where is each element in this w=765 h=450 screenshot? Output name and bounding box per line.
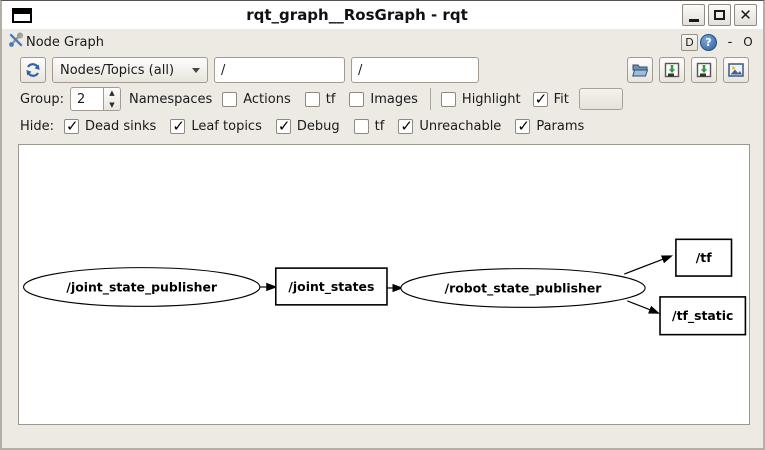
save-image-button[interactable] — [723, 57, 749, 83]
hide-row: Hide: Dead sinks Leaf topics Debug tf Un… — [2, 113, 763, 140]
refresh-button[interactable] — [20, 57, 46, 83]
chevron-down-icon — [192, 67, 200, 73]
checkbox-box — [170, 117, 186, 135]
save-svg-icon — [696, 62, 712, 78]
checkbox-box — [349, 91, 365, 107]
checkbox-dead-sinks[interactable]: Dead sinks — [64, 117, 156, 135]
checkbox-box — [304, 91, 320, 107]
save-dot-icon — [664, 62, 680, 78]
save-image-icon — [728, 63, 744, 77]
spin-up-icon[interactable]: ▲ — [109, 89, 115, 97]
open-dot-button[interactable] — [627, 57, 653, 83]
checkbox-highlight[interactable]: Highlight — [440, 91, 521, 107]
graph-edge-robot_state_publisher-to-tf — [624, 255, 674, 275]
checkbox-actions[interactable]: Actions — [222, 91, 291, 107]
minimize-icon — [688, 18, 699, 22]
graph-node-label-tf_static: /tf_static — [672, 308, 733, 324]
graph-canvas[interactable]: /joint_state_publisher/joint_states/robo… — [18, 144, 750, 425]
checkbox-box — [222, 91, 238, 107]
refresh-icon — [26, 63, 40, 77]
group-spinbox[interactable]: 2 ▲ ▼ — [69, 87, 121, 111]
checkbox-box — [398, 117, 414, 135]
topic-filter-input[interactable] — [351, 57, 479, 83]
group-value: 2 — [76, 91, 86, 107]
maximize-button[interactable] — [708, 4, 731, 26]
checkbox-images[interactable]: Images — [349, 91, 418, 107]
dock-button[interactable]: D — [681, 33, 698, 51]
graph-node-tf — [675, 238, 733, 277]
checkbox-debug[interactable]: Debug — [275, 117, 340, 135]
panel-header: Node Graph D ? - O — [2, 29, 763, 55]
checkbox-box — [440, 91, 456, 107]
help-button[interactable]: ? — [700, 33, 717, 51]
title-bar[interactable]: rqt_graph__RosGraph - rqt ✕ — [2, 1, 763, 29]
checkbox-tf-group[interactable]: tf — [304, 91, 335, 107]
status-bar — [2, 425, 763, 448]
checkbox-fit[interactable]: Fit — [532, 90, 569, 108]
graph-edge-robot_state_publisher-to-tf_static — [627, 300, 661, 314]
window-icon — [12, 7, 32, 23]
checkbox-hide-tf[interactable]: tf — [353, 119, 384, 134]
separator — [429, 88, 431, 110]
minimize-button[interactable] — [682, 4, 705, 26]
namespaces-label: Namespaces — [128, 91, 213, 107]
graph-node-label-tf: /tf — [696, 250, 712, 265]
checkbox-box — [64, 117, 80, 135]
save-dot-button[interactable] — [659, 57, 685, 83]
fit-extra-button[interactable] — [578, 88, 623, 110]
checkbox-box — [532, 90, 548, 108]
checkbox-box — [515, 117, 531, 135]
panel-minimize-button[interactable]: - — [727, 34, 733, 50]
checkbox-unreachable[interactable]: Unreachable — [398, 117, 501, 135]
graph-node-label-joint_state_publisher: /joint_state_publisher — [66, 279, 217, 295]
spin-down-icon[interactable]: ▼ — [109, 101, 115, 109]
panel-float-button[interactable]: O — [743, 35, 753, 49]
checkbox-leaf-topics[interactable]: Leaf topics — [170, 117, 262, 135]
checkbox-box — [353, 119, 369, 134]
hide-label: Hide: — [20, 119, 55, 134]
graph-node-robot_state_publisher — [400, 268, 646, 308]
spinbox-arrows[interactable]: ▲ ▼ — [102, 88, 120, 110]
panel-title: Node Graph — [26, 34, 104, 50]
graph-node-label-robot_state_publisher: /robot_state_publisher — [445, 280, 603, 296]
graph-node-tf_static — [659, 296, 747, 336]
close-icon: ✕ — [739, 5, 752, 24]
node-filter-input[interactable] — [214, 57, 345, 83]
save-svg-button[interactable] — [691, 57, 717, 83]
window-title: rqt_graph__RosGraph - rqt — [246, 6, 468, 24]
graph-type-value: Nodes/Topics (all) — [60, 62, 175, 78]
graph-node-joint_states — [274, 267, 388, 306]
graph-node-label-joint_states: /joint_states — [288, 279, 374, 295]
close-button[interactable]: ✕ — [734, 4, 757, 26]
options-row: Group: 2 ▲ ▼ Namespaces Actions tf Image… — [2, 85, 763, 113]
open-folder-icon — [632, 64, 649, 77]
graph-type-dropdown[interactable]: Nodes/Topics (all) — [52, 57, 208, 83]
maximize-icon — [714, 10, 725, 20]
graph-node-joint_state_publisher — [23, 267, 261, 307]
checkbox-params[interactable]: Params — [515, 117, 584, 135]
group-label: Group: — [20, 91, 64, 107]
tools-icon — [8, 32, 24, 52]
toolbar: Nodes/Topics (all) — [2, 55, 763, 85]
node-graph-svg[interactable]: /joint_state_publisher/joint_states/robo… — [19, 145, 749, 424]
checkbox-box — [275, 117, 291, 135]
